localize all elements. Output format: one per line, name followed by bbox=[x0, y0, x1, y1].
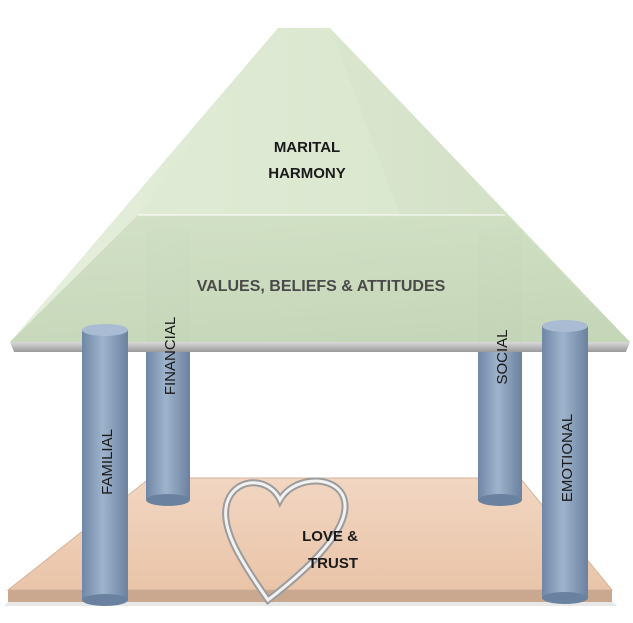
pillar-label-familial: FAMILIAL bbox=[99, 429, 116, 495]
foundation-label-line2: TRUST bbox=[308, 555, 358, 572]
pillar-label-financial: FINANCIAL bbox=[162, 317, 179, 395]
heart-icon bbox=[222, 477, 349, 606]
pillar-emotional bbox=[542, 320, 588, 604]
roof-label-line2: HARMONY bbox=[268, 165, 346, 182]
foundation-label-line1: LOVE & bbox=[302, 528, 358, 545]
pillar-familial bbox=[82, 324, 128, 606]
roof-label-line1: MARITAL bbox=[274, 139, 340, 156]
pillar-label-social: SOCIAL bbox=[494, 329, 511, 384]
beam-label: VALUES, BELIEFS & ATTITUDES bbox=[197, 278, 446, 295]
foundation-platform bbox=[4, 477, 618, 606]
pillar-label-emotional: EMOTIONAL bbox=[559, 414, 576, 502]
roof-ledge bbox=[10, 342, 630, 352]
roof bbox=[10, 28, 630, 342]
